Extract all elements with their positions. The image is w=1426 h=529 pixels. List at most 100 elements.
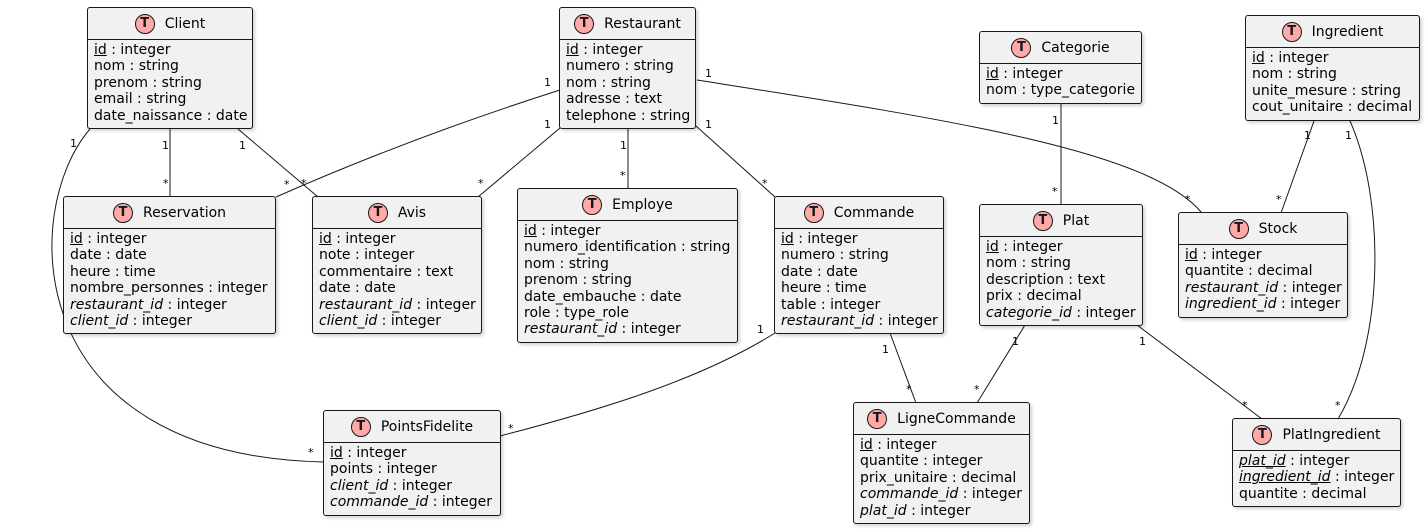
attribute-name: prenom <box>94 74 149 91</box>
card-categorie-plat-many: * <box>1052 185 1058 198</box>
attribute-type: : integer <box>331 231 396 247</box>
attribute-name: telephone <box>566 107 637 124</box>
table-type-icon: T <box>350 416 371 437</box>
attribute-name: cout_unitaire <box>1252 99 1344 116</box>
attribute-name: quantite <box>860 453 919 470</box>
relation-restaurant-reservation <box>275 89 561 198</box>
attribute-row: date : date <box>781 264 937 280</box>
table-type-icon: T <box>582 194 603 215</box>
attribute-type: : string <box>125 58 179 75</box>
attribute-type: : integer <box>82 231 147 247</box>
attribute-type: : integer <box>1285 453 1350 469</box>
attribute-type: : string <box>1283 66 1337 83</box>
attribute-type: : string <box>835 247 889 264</box>
attribute-type: : integer <box>203 280 268 297</box>
attribute-name: id <box>524 223 537 239</box>
attribute-type: : date <box>812 263 858 280</box>
attribute-name: id <box>986 66 999 82</box>
attribute-type: : string <box>555 255 609 272</box>
attribute-type: : integer <box>874 313 938 330</box>
attribute-row: id : integer <box>524 223 731 239</box>
attribute-name: client_id <box>319 313 378 330</box>
attribute-name: numero_identification <box>524 239 677 256</box>
attribute-row: id : integer <box>319 231 475 247</box>
attribute-type: : text <box>1063 271 1106 288</box>
card-restaurant-reservation-1: 1 <box>544 76 551 89</box>
attribute-row: client_id : integer <box>319 313 475 329</box>
card-commande-points-1: 1 <box>757 323 764 336</box>
attribute-name: numero <box>781 247 836 264</box>
attribute-row: restaurant_id : integer <box>319 297 476 313</box>
attribute-type: : integer <box>388 477 452 494</box>
attribute-type: : string <box>1017 255 1071 272</box>
attribute-type: : integer <box>163 296 227 313</box>
attribute-type: : string <box>578 272 632 289</box>
attribute-row: numero : string <box>781 247 937 263</box>
attribute-name: id <box>781 231 794 247</box>
card-plat-platingredient-1: 1 <box>1139 335 1146 348</box>
attribute-row: prix : decimal <box>986 288 1136 304</box>
card-ingredient-stock-many: * <box>1276 193 1282 206</box>
attribute-type: : integer <box>1278 279 1342 296</box>
attribute-type: : integer <box>918 453 983 470</box>
card-restaurant-employe-1: 1 <box>620 139 627 152</box>
attribute-type: : integer <box>128 313 192 330</box>
table-type-icon: T <box>112 202 133 223</box>
attribute-name: nom <box>566 74 598 91</box>
attribute-row: nom : type_categorie <box>986 82 1135 98</box>
table-type-icon: T <box>1252 424 1273 445</box>
card-ingredient-platingredient-1: 1 <box>1345 129 1352 142</box>
card-restaurant-stock-many: * <box>1185 193 1191 206</box>
attribute-row: client_id : integer <box>330 478 494 494</box>
attribute-name: prix_unitaire <box>860 469 948 486</box>
table-type-icon: T <box>367 202 388 223</box>
attribute-type: : date <box>202 107 248 124</box>
table-type-icon: T <box>134 13 155 34</box>
card-plat-ligne-1: 1 <box>1012 335 1019 348</box>
relation-plat-lignecommande <box>976 324 1026 404</box>
attribute-name: id <box>566 42 579 58</box>
attribute-name: id <box>986 239 999 255</box>
attribute-type: : decimal <box>1343 99 1413 116</box>
attribute-name: id <box>319 231 332 247</box>
attribute-row: restaurant_id : integer <box>524 321 731 337</box>
attribute-row: commande_id : integer <box>860 486 1023 502</box>
attribute-row: role : type_role <box>524 305 731 321</box>
attribute-type: : string <box>597 74 651 91</box>
attribute-row: id : integer <box>94 42 246 58</box>
entity-name: Avis <box>397 204 427 221</box>
attribute-type: : string <box>636 107 691 124</box>
table-type-icon: T <box>574 13 595 34</box>
attribute-type: : decimal <box>1243 263 1313 280</box>
attribute-row: id : integer <box>986 239 1136 255</box>
card-client-avis-1: 1 <box>239 139 246 152</box>
attribute-type: : decimal <box>947 469 1017 486</box>
card-plat-ligne-many: * <box>974 383 980 396</box>
attribute-row: commentaire : text <box>319 264 475 280</box>
card-restaurant-commande-1: 1 <box>705 118 712 131</box>
relation-commande-lignecommande <box>889 332 917 404</box>
entity-name: Ingredient <box>1311 23 1384 40</box>
attribute-row: id : integer <box>781 231 937 247</box>
attribute-row: nom : string <box>566 75 689 91</box>
attribute-name: prix <box>986 288 1013 305</box>
relation-commande-pointsfidelite <box>499 332 776 437</box>
attribute-row: ingredient_id : integer <box>1185 296 1341 312</box>
